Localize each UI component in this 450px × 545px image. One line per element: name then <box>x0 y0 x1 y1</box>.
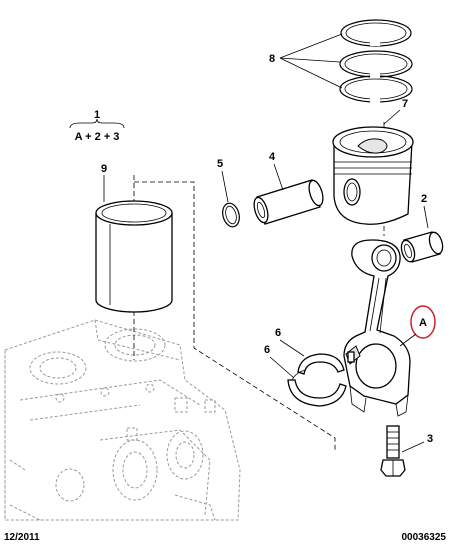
assembly-formula-label: A + 2 + 3 <box>75 131 120 143</box>
cylinder-liner-label: 9 <box>101 163 107 175</box>
piston: 7 <box>332 98 414 225</box>
footer-reference: 00036325 <box>402 532 447 543</box>
piston-rings: 8 <box>269 19 413 103</box>
gudgeon-pin: 4 <box>253 151 324 225</box>
bearing-shell-upper-label: 6 <box>275 327 281 339</box>
gudgeon-pin-label: 4 <box>269 151 276 163</box>
connecting-rod-label: A <box>419 317 427 329</box>
footer-date: 12/2011 <box>4 532 40 543</box>
piston-label: 7 <box>402 98 408 110</box>
connecting-rod <box>343 239 411 417</box>
bolt-label: 3 <box>427 433 433 445</box>
small-end-bush: 2 <box>400 193 444 263</box>
bearing-shells: 6 6 <box>264 327 347 407</box>
circlip-label: 5 <box>217 158 223 170</box>
piston-rings-label: 8 <box>269 53 275 65</box>
circlip: 5 <box>217 158 240 228</box>
connecting-rod-callout: A <box>399 305 436 347</box>
bush-label: 2 <box>421 193 427 205</box>
engine-block-outline <box>4 319 241 521</box>
assembly-number-label: 1 <box>94 109 100 121</box>
assembly-callout: 1 A + 2 + 3 <box>69 109 125 143</box>
cylinder-liner: 9 <box>95 163 173 313</box>
bearing-shell-lower-label: 6 <box>264 344 270 356</box>
highlight-circle <box>410 305 436 339</box>
connecting-rod-bolt: 3 <box>380 425 433 477</box>
